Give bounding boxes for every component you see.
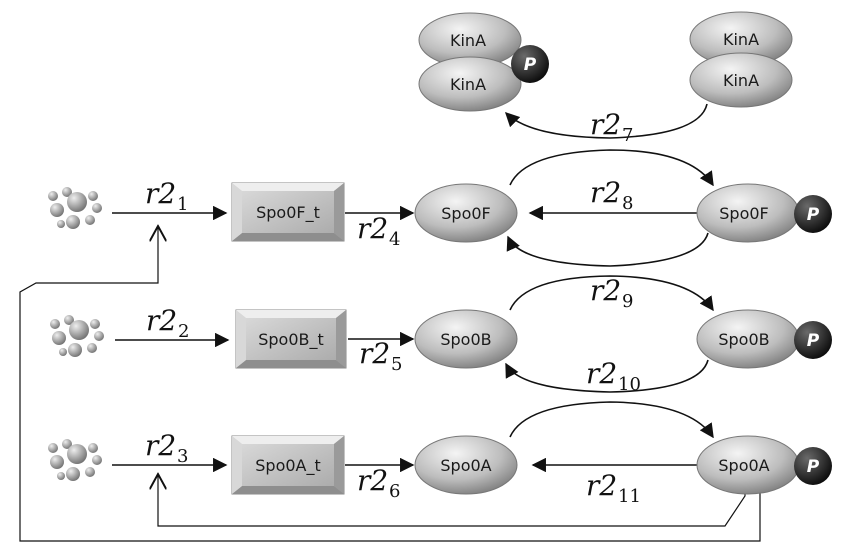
svg-text:r2: r2 — [590, 274, 621, 307]
rate-label-r2-2: r2 2 — [146, 304, 189, 342]
kina-dimer-phospho: KinA KinA P — [418, 12, 549, 112]
phospho-icon — [794, 321, 832, 359]
source-pool-2 — [50, 315, 104, 357]
phospho-icon — [794, 195, 832, 233]
svg-text:KinA: KinA — [450, 31, 486, 50]
svg-text:6: 6 — [389, 481, 400, 502]
svg-text:1: 1 — [177, 194, 188, 215]
rate-label-r2-4: r2 4 — [357, 212, 400, 250]
svg-text:2: 2 — [178, 321, 189, 342]
gene-label-spo0a: Spo0A_t — [255, 456, 321, 476]
svg-text:10: 10 — [618, 374, 641, 395]
svg-text:9: 9 — [622, 291, 633, 312]
svg-text:Spo0B: Spo0B — [718, 330, 769, 349]
svg-text:4: 4 — [389, 229, 400, 250]
svg-text:Spo0F: Spo0F — [441, 204, 490, 223]
arrow-r2-7-forward — [509, 149, 714, 187]
svg-text:r2: r2 — [145, 177, 176, 210]
rate-label-r2-6: r2 6 — [357, 464, 400, 502]
rate-label-r2-1: r2 1 — [145, 177, 188, 215]
protein-spo0a-phospho: Spo0A P — [696, 435, 832, 495]
source-pool-3 — [48, 439, 102, 481]
source-pool-1 — [48, 187, 102, 229]
rate-label-r2-5: r2 5 — [359, 337, 402, 375]
rate-label-r2-3: r2 3 — [145, 429, 188, 467]
svg-text:11: 11 — [618, 486, 641, 507]
svg-text:Spo0F: Spo0F — [719, 204, 768, 223]
arrow-r2-7 — [504, 103, 708, 139]
svg-text:r2: r2 — [359, 337, 390, 370]
protein-spo0b-phospho: Spo0B P — [696, 309, 832, 369]
svg-text:r2: r2 — [590, 176, 621, 209]
arrow-r2-10-back — [505, 359, 709, 393]
svg-text:P: P — [807, 205, 820, 225]
svg-text:r2: r2 — [590, 108, 621, 141]
gene-box-spo0a: Spo0A_t — [231, 435, 345, 495]
svg-text:r2: r2 — [586, 469, 617, 502]
svg-text:r2: r2 — [357, 464, 388, 497]
svg-text:Spo0B: Spo0B — [440, 330, 491, 349]
rate-label-r2-10: r2 10 — [586, 357, 641, 395]
svg-text:P: P — [524, 55, 537, 75]
arrow-r2-9 — [509, 275, 714, 312]
svg-text:r2: r2 — [146, 304, 177, 337]
protein-spo0f: Spo0F — [414, 183, 518, 243]
svg-text:Spo0A: Spo0A — [440, 456, 491, 475]
svg-text:8: 8 — [622, 193, 633, 214]
gene-label-spo0b: Spo0B_t — [258, 330, 324, 350]
kina-dimer: KinA KinA — [689, 11, 793, 108]
protein-spo0a: Spo0A — [414, 435, 518, 495]
svg-text:P: P — [807, 331, 820, 351]
svg-text:P: P — [807, 457, 820, 477]
phospho-icon — [511, 45, 549, 83]
rate-label-r2-7: r2 7 — [590, 108, 633, 146]
svg-text:r2: r2 — [357, 212, 388, 245]
rate-label-r2-8: r2 8 — [590, 176, 633, 214]
svg-text:KinA: KinA — [723, 30, 759, 49]
svg-text:r2: r2 — [586, 357, 617, 390]
gene-box-spo0f: Spo0F_t — [231, 182, 345, 242]
svg-text:Spo0A: Spo0A — [718, 456, 769, 475]
rate-label-r2-11: r2 11 — [586, 469, 641, 507]
protein-spo0f-phospho: Spo0F P — [696, 183, 832, 243]
svg-text:3: 3 — [177, 446, 188, 467]
svg-text:5: 5 — [391, 354, 402, 375]
arrow-r2-9-back — [506, 232, 709, 267]
svg-text:7: 7 — [622, 125, 633, 146]
protein-spo0b: Spo0B — [414, 309, 518, 369]
gene-label-spo0f: Spo0F_t — [256, 203, 320, 223]
arrow-r2-10 — [509, 401, 714, 439]
svg-text:KinA: KinA — [723, 71, 759, 90]
feedback-to-r2-1 — [19, 226, 761, 542]
svg-text:KinA: KinA — [450, 75, 486, 94]
gene-box-spo0b: Spo0B_t — [235, 309, 347, 369]
svg-text:r2: r2 — [145, 429, 176, 462]
rate-label-r2-9: r2 9 — [590, 274, 633, 312]
phospho-icon — [794, 447, 832, 485]
